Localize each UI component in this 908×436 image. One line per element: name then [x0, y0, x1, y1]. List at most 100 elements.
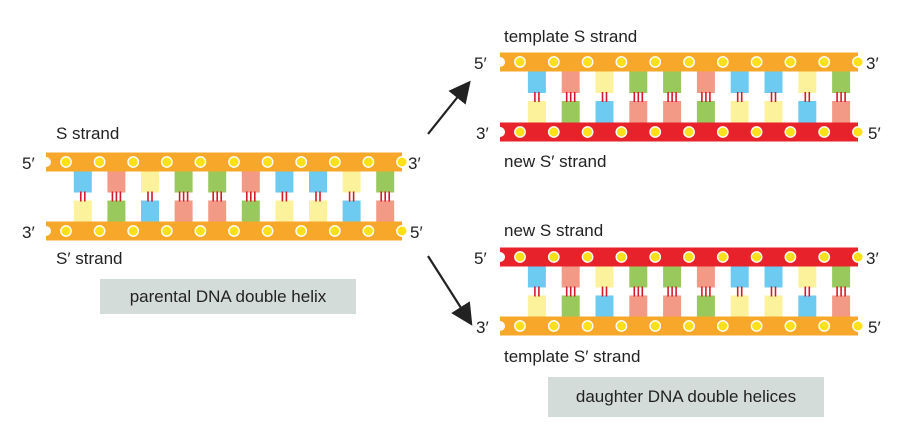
- daughter-top-top-left-end: 5′: [474, 54, 487, 73]
- daughter-bottom-phosphate: [649, 320, 662, 332]
- daughter-top-top-base: [561, 71, 580, 93]
- parental-bottom-base: [107, 200, 126, 222]
- parental-bottom-base: [174, 200, 193, 222]
- daughter-bottom-top-base: [730, 266, 749, 288]
- daughter-top-top-base: [527, 71, 546, 93]
- daughter-top-top-right-end: 3′: [866, 54, 879, 73]
- daughter-bottom-bottom-base: [696, 295, 715, 317]
- parental-top-base: [174, 171, 193, 193]
- daughter-bottom-phosphate: [750, 320, 763, 332]
- daughter-top-phosphate: [514, 126, 526, 138]
- daughter-bottom-top-base: [595, 266, 614, 288]
- daughter-bottom-bottom-base: [561, 295, 580, 317]
- daughter-top-phosphate: [818, 56, 831, 68]
- daughter-caption: daughter DNA double helices: [548, 377, 824, 417]
- daughter-top-top-base: [629, 71, 648, 93]
- daughter-bottom-phosphate: [581, 320, 594, 332]
- parental-top-left-end: 5′: [22, 154, 35, 173]
- daughter-bottom-top-right-end: 3′: [866, 249, 879, 268]
- daughter-top-phosphate: [649, 126, 662, 138]
- arrow-to-bottom-daughter: [427, 255, 473, 326]
- parental-top-base: [342, 171, 361, 193]
- daughter-bottom-phosphate: [547, 251, 560, 263]
- arrow-to-top-daughter: [427, 80, 471, 135]
- daughter-top-bottom-base: [798, 101, 817, 123]
- parental-top-base: [309, 171, 327, 193]
- parental-phosphate: [396, 156, 408, 168]
- parental-phosphate: [194, 225, 207, 237]
- parental-phosphate: [396, 225, 408, 237]
- daughter-bottom-phosphate: [818, 320, 831, 332]
- daughter-bottom-phosphate: [852, 251, 864, 263]
- daughter-top-bottom-base: [663, 101, 682, 123]
- daughter-top-phosphate: [547, 126, 560, 138]
- parental-top-base: [241, 171, 260, 193]
- parental-top-base: [376, 171, 395, 193]
- daughter-bottom-bottom-end-notch: [495, 321, 505, 331]
- daughter-bottom-top-base: [832, 266, 851, 288]
- daughter-bottom-bottom-right-end: 5′: [868, 318, 881, 337]
- parental-bottom-base: [208, 200, 227, 222]
- daughter-top-phosphate: [683, 126, 695, 138]
- daughter-top-template-label: template S strand: [504, 27, 637, 46]
- parental-phosphate: [160, 156, 173, 168]
- daughter-top-phosphate: [716, 56, 729, 68]
- daughter-top-phosphate: [683, 56, 695, 68]
- parental-phosphate: [328, 225, 341, 237]
- daughter-top-top-base: [764, 71, 783, 93]
- parental-phosphate: [160, 225, 173, 237]
- parental-top-base: [275, 171, 294, 193]
- daughter-bottom-phosphate: [784, 320, 797, 332]
- daughter-bottom-top-left-end: 5′: [474, 249, 487, 268]
- parental-bottom-base: [141, 200, 159, 222]
- daughter-top-bottom-base: [730, 101, 749, 123]
- parental-phosphate: [228, 225, 240, 237]
- daughter-top-bottom-right-end: 5′: [868, 124, 881, 143]
- daughter-bottom-phosphate: [514, 251, 526, 263]
- parental-bottom-left-end: 3′: [22, 223, 35, 242]
- parental-top-end-notch: [41, 157, 51, 167]
- daughter-bottom-bottom-base: [832, 295, 851, 317]
- daughter-top-phosphate: [581, 126, 594, 138]
- daughter-bottom-bottom-base: [527, 295, 546, 317]
- parental-bottom-base: [376, 200, 395, 222]
- parental-caption: parental DNA double helix: [100, 279, 356, 314]
- parental-bottom-strand-label: S′ strand: [56, 249, 123, 268]
- parental-bottom-right-end: 5′: [410, 223, 423, 242]
- daughter-bottom-bottom-left-end: 3′: [476, 318, 489, 337]
- parental-bottom-end-notch: [41, 226, 51, 236]
- daughter-bottom-top-base: [764, 266, 783, 288]
- daughter-top-phosphate: [547, 56, 560, 68]
- daughter-bottom-top-base: [798, 266, 817, 288]
- parental-phosphate: [60, 156, 72, 168]
- parental-phosphate: [194, 156, 207, 168]
- daughter-top-phosphate: [615, 56, 628, 68]
- daughter-bottom-bottom-base: [629, 295, 648, 317]
- daughter-top-top-end-notch: [495, 57, 505, 67]
- daughter-top-double-helix: [495, 52, 864, 142]
- daughter-top-bottom-left-end: 3′: [476, 124, 489, 143]
- daughter-bottom-phosphate: [683, 320, 695, 332]
- parental-bottom-base: [73, 200, 92, 222]
- daughter-top-bottom-base: [629, 101, 648, 123]
- daughter-bottom-new-strand-label: new S strand: [504, 221, 603, 240]
- daughter-bottom-top-base: [663, 266, 682, 288]
- daughter-bottom-phosphate: [615, 251, 628, 263]
- daughter-bottom-bottom-base: [798, 295, 817, 317]
- daughter-bottom-phosphate: [750, 251, 763, 263]
- daughter-top-phosphate: [514, 56, 526, 68]
- parental-phosphate: [93, 225, 106, 237]
- daughter-bottom-phosphate: [615, 320, 628, 332]
- parental-bottom-base: [275, 200, 294, 222]
- daughter-bottom-bottom-base: [764, 295, 783, 317]
- daughter-bottom-top-base: [696, 266, 715, 288]
- daughter-bottom-phosphate: [716, 320, 729, 332]
- daughter-top-phosphate: [649, 56, 662, 68]
- daughter-bottom-template-label: template S′ strand: [504, 347, 640, 366]
- parental-top-strand-label: S strand: [56, 124, 119, 143]
- parental-phosphate: [228, 156, 240, 168]
- daughter-bottom-phosphate: [716, 251, 729, 263]
- daughter-top-top-base: [595, 71, 614, 93]
- daughter-bottom-phosphate: [649, 251, 662, 263]
